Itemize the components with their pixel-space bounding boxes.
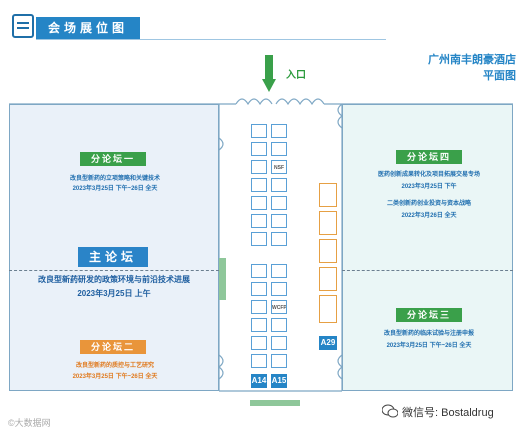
booth <box>251 336 267 350</box>
forum-1-date: 2023年3月25日 下午~26日 全天 <box>72 186 158 192</box>
booth-orange <box>319 239 337 263</box>
forum-3-topic: 改良型新药的临床试验与注册申报 <box>383 331 474 337</box>
forum-4-title: 分论坛四 <box>396 150 462 164</box>
entrance-label: 入口 <box>286 70 306 81</box>
booth-a29-label: A29 <box>319 336 337 350</box>
booth <box>271 196 287 210</box>
booth <box>271 214 287 228</box>
forum-4-topic-2: 二类创新药创业投资与资本战略 <box>386 201 471 207</box>
forum-2-date: 2023年3月25日 下午~26日 全天 <box>72 374 158 380</box>
booth <box>251 300 267 314</box>
booth <box>271 282 287 296</box>
main-forum-title: 主论坛 <box>78 247 148 267</box>
booth <box>271 264 287 278</box>
booth <box>251 196 267 210</box>
booth <box>251 282 267 296</box>
header-icon <box>12 14 34 38</box>
booth <box>251 318 267 332</box>
watermark-left: ©大数据网 <box>8 418 51 428</box>
forum-3-title: 分论坛三 <box>396 308 462 322</box>
forum-4-date-2: 2022年3月26日 全天 <box>401 213 457 219</box>
entrance-arrow-icon <box>262 55 276 92</box>
booth <box>271 232 287 246</box>
booth <box>251 160 267 174</box>
booth <box>251 232 267 246</box>
forum-1-title: 分论坛一 <box>80 152 146 166</box>
booth <box>251 354 267 368</box>
forum-3-date: 2023年3月25日 下午~26日 全天 <box>386 343 472 349</box>
forum-2-title: 分论坛二 <box>80 340 146 354</box>
booth-orange <box>319 295 337 323</box>
forum-4-topic-1: 医药创新成果转化及项目拓展交易专场 <box>377 172 480 178</box>
booth <box>251 124 267 138</box>
forum-2-topic: 改良型新药的质控与工艺研究 <box>75 363 154 369</box>
hotel-label: 广州南丰朗豪酒店 平面图 <box>388 52 516 84</box>
left-hall-divider <box>9 270 219 271</box>
booth-a14-label: A14 <box>251 374 267 388</box>
watermark-right: 微信号: Bostaldrug <box>402 407 494 419</box>
left-stage-bar <box>219 258 226 300</box>
main-forum-date: 2023年3月25日 上午 <box>77 289 151 298</box>
booth <box>251 142 267 156</box>
booth <box>251 214 267 228</box>
hotel-name: 广州南丰朗豪酒店 <box>428 54 516 66</box>
hotel-subtitle: 平面图 <box>483 70 516 82</box>
booth-orange <box>319 267 337 291</box>
right-hall-divider <box>342 270 513 271</box>
bottom-green-bar <box>250 400 300 406</box>
booth-wcfp: WCFP <box>271 300 287 314</box>
booth <box>251 178 267 192</box>
booth <box>271 142 287 156</box>
booth-nsf: NSF <box>271 160 287 174</box>
booth <box>271 336 287 350</box>
booth <box>271 124 287 138</box>
booth-a15-label: A15 <box>271 374 287 388</box>
booth-orange <box>319 211 337 235</box>
page-title: 会场展位图 <box>36 17 140 39</box>
wechat-icon <box>382 404 398 418</box>
booth <box>271 318 287 332</box>
forum-4-date-1: 2023年3月25日 下午 <box>401 184 457 190</box>
booth <box>271 178 287 192</box>
main-forum-topic: 改良型新药研发的政策环境与前沿技术进展 <box>38 275 190 284</box>
booth <box>251 264 267 278</box>
booth <box>271 354 287 368</box>
header-divider <box>36 39 386 40</box>
forum-1-topic: 改良型新药的立项策略和关键技术 <box>69 176 160 182</box>
booth-orange <box>319 183 337 207</box>
